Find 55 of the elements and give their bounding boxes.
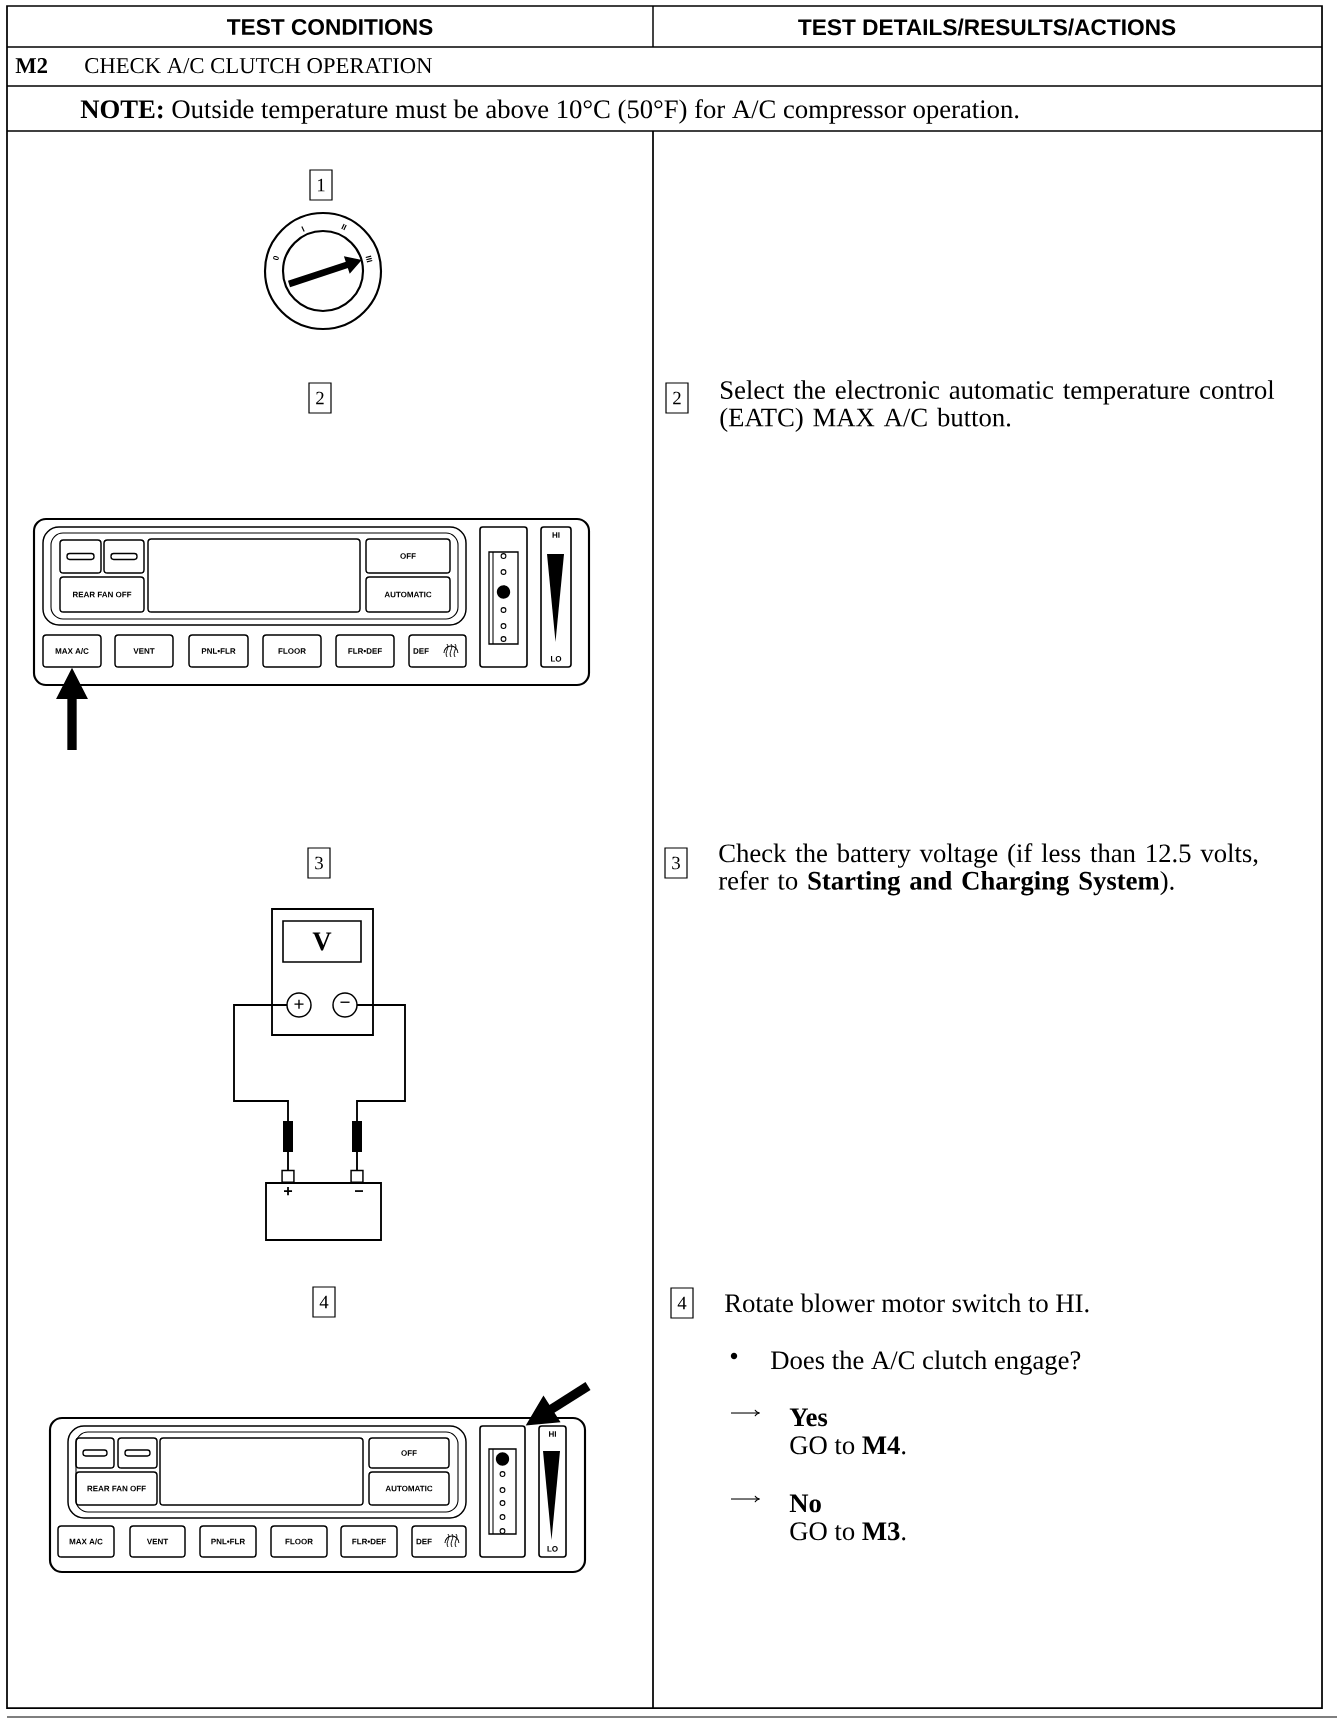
- panel-button: MAX A/C: [42, 634, 102, 668]
- step-number-box: 4: [670, 1287, 694, 1319]
- answer-label: No: [789, 1494, 821, 1513]
- control-panel: [48, 1416, 587, 1574]
- panel-button: REAR FAN OFF: [75, 1471, 158, 1506]
- panel-button: VENT: [114, 634, 174, 668]
- panel-button: AUTOMATIC: [368, 1471, 450, 1506]
- panel-button: OFF: [365, 538, 451, 574]
- panel-button: MAX A/C: [57, 1525, 115, 1558]
- meter-terminal: −: [332, 992, 358, 1018]
- instruction-text: Check the battery voltage (if less than 12.5 volts, refer to Starting and Charging System).: [718, 843, 1258, 896]
- voltmeter: [271, 908, 374, 1036]
- switch-position-mark: III: [365, 255, 373, 263]
- panel-button: DEF: [408, 634, 467, 668]
- step-number-box: 3: [664, 847, 688, 879]
- switch-position-mark: II: [341, 223, 347, 231]
- panel-button: PNL•FLR: [199, 1525, 257, 1558]
- panel-button: DEF: [411, 1525, 467, 1558]
- step-number-box: 2: [665, 382, 689, 414]
- panel-button: VENT: [129, 1525, 186, 1558]
- fan-speed-scale: HI LO: [538, 1425, 567, 1558]
- switch-position-mark: 0: [273, 255, 279, 261]
- step-title: CHECK A/C CLUTCH OPERATION: [85, 58, 432, 74]
- action-text: GO to M3.: [790, 1522, 906, 1541]
- panel-button: FLR•DEF: [335, 634, 395, 668]
- step-number-box: 4: [312, 1286, 336, 1318]
- step-number-box: 3: [307, 847, 331, 879]
- step-code: M2: [15, 58, 47, 73]
- step-number-box: 1: [309, 169, 333, 201]
- panel-button: PNL•FLR: [188, 634, 249, 668]
- battery: + −: [265, 1182, 382, 1241]
- blower-slider: [479, 1425, 526, 1558]
- control-panel: [32, 517, 591, 687]
- note-text: NOTE: Outside temperature must be above 10°C (50°F) for A/C compressor operation.: [80, 99, 1019, 124]
- test-lead-wire: [233, 1004, 295, 1183]
- panel-button: FLR•DEF: [340, 1525, 398, 1558]
- panel-button: OFF: [368, 1437, 450, 1469]
- step-number-box: 2: [308, 382, 332, 414]
- fan-speed-scale: HI LO: [540, 526, 572, 668]
- panel-button: REAR FAN OFF: [59, 576, 145, 613]
- meter-terminal: +: [286, 992, 312, 1018]
- action-text: GO to M4.: [790, 1436, 906, 1455]
- column-header: TEST CONDITIONS: [227, 19, 433, 36]
- test-lead-wire: [350, 1004, 406, 1183]
- column-header: TEST DETAILS/RESULTS/ACTIONS: [798, 18, 1176, 36]
- panel-button: FLOOR: [270, 1525, 328, 1558]
- meter-display: V: [282, 920, 362, 963]
- panel-button: FLOOR: [262, 634, 322, 668]
- answer-label: Yes: [789, 1408, 828, 1427]
- instruction-text: Select the electronic automatic temperature control (EATC) MAX A/C button.: [720, 380, 1275, 432]
- switch-position-mark: I: [301, 226, 305, 232]
- instruction-text: Rotate blower motor switch to HI.: [725, 1293, 1089, 1313]
- question-text: Does the A/C clutch engage?: [771, 1350, 1081, 1375]
- panel-button: AUTOMATIC: [365, 576, 451, 613]
- blower-slider: [479, 526, 528, 668]
